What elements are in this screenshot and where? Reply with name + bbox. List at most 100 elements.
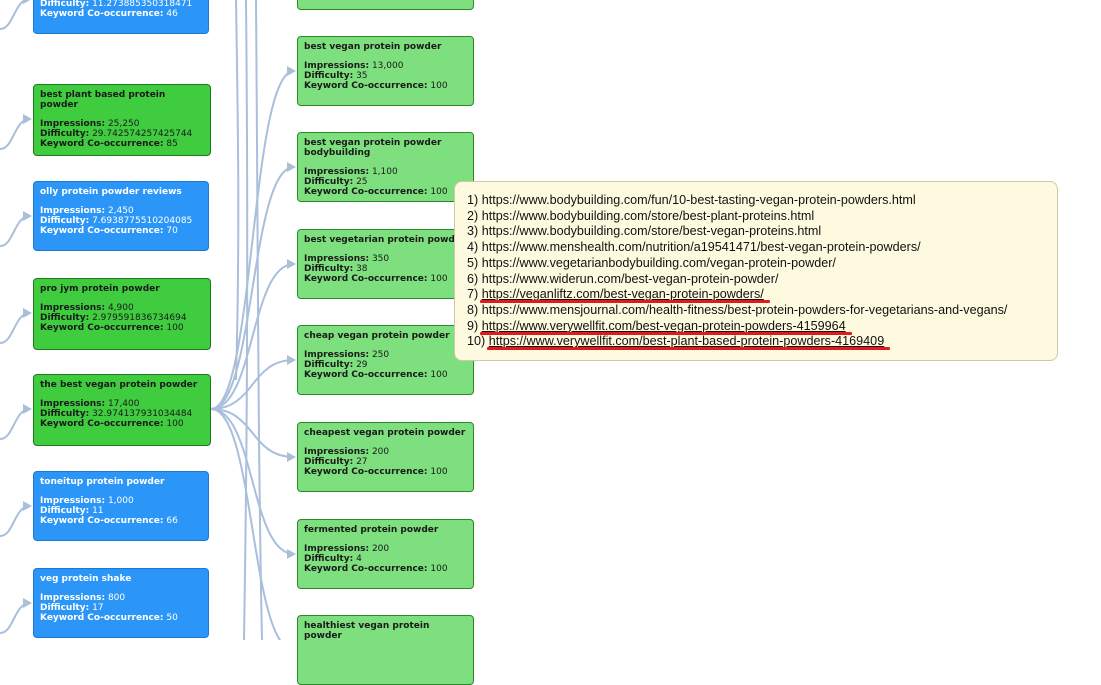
serp-url-row: 6) https://www.widerun.com/best-vegan-pr… (467, 272, 1045, 288)
serp-url-link[interactable]: https://www.vegetarianbodybuilding.com/v… (481, 255, 836, 270)
node-partial-top[interactable] (297, 0, 474, 10)
cooccurrence-row: Keyword Co-occurrence: 100 (304, 81, 467, 91)
node-title: fermented protein powder (304, 525, 439, 535)
impressions-row: Impressions: 2,450 (40, 206, 202, 216)
impressions-row-value: 1,100 (371, 167, 398, 177)
serp-tooltip: 1) https://www.bodybuilding.com/fun/10-b… (454, 181, 1058, 361)
serp-url-row: 5) https://www.vegetarianbodybuilding.co… (467, 256, 1045, 272)
node-title: toneitup protein powder (40, 477, 165, 487)
serp-url-link[interactable]: https://www.widerun.com/best-vegan-prote… (481, 271, 779, 286)
difficulty-row: Difficulty: 35 (304, 71, 467, 81)
cooccurrence-row: Keyword Co-occurrence: 46 (40, 9, 202, 19)
difficulty-row: Difficulty: 38 (304, 264, 467, 274)
trunk-edge (235, 0, 240, 381)
serp-url-row: 9) https://www.verywellfit.com/best-vega… (467, 319, 1045, 335)
difficulty-row-value: 35 (356, 71, 368, 81)
serp-rank: 8) (467, 302, 479, 317)
cooccurrence-row: Keyword Co-occurrence: 66 (40, 516, 202, 526)
node-title: best vegetarian protein powder (304, 235, 466, 245)
impressions-row: Impressions: 13,000 (304, 61, 467, 71)
serp-url-link[interactable]: https://www.bodybuilding.com/fun/10-best… (481, 193, 916, 207)
difficulty-row-label: Difficulty: (40, 129, 90, 139)
cooccurrence-row: Keyword Co-occurrence: 100 (40, 323, 204, 333)
serp-url-link[interactable]: https://www.verywellfit.com/best-vegan-p… (481, 318, 846, 333)
difficulty-row: Difficulty: 32.974137931034484 (40, 409, 204, 419)
left-edge-arrow (23, 404, 32, 414)
right-edge (210, 408, 282, 640)
node-title: best vegan protein powder bodybuilding (304, 138, 442, 158)
cooccurrence-row-value: 100 (166, 419, 184, 429)
right-keyword-node[interactable]: healthiest vegan protein powder (297, 615, 474, 685)
difficulty-row-value: 32.974137931034484 (92, 409, 193, 419)
node-title: the best vegan protein powder (40, 380, 198, 390)
serp-rank: 9) (467, 318, 479, 333)
difficulty-row-label: Difficulty: (304, 554, 354, 564)
cooccurrence-row-label: Keyword Co-occurrence: (304, 564, 428, 574)
difficulty-row-label: Difficulty: (40, 0, 90, 9)
difficulty-row: Difficulty: 4 (304, 554, 467, 564)
left-edge (0, 505, 31, 537)
left-edge (0, 312, 31, 344)
impressions-row: Impressions: 1,100 (304, 167, 467, 177)
cooccurrence-row-label: Keyword Co-occurrence: (40, 9, 164, 19)
cooccurrence-row-value: 85 (166, 139, 178, 149)
cooccurrence-row-value: 100 (430, 274, 448, 284)
difficulty-row-value: 2.979591836734694 (92, 313, 187, 323)
difficulty-row-value: 27 (356, 457, 368, 467)
impressions-row-label: Impressions: (304, 544, 370, 554)
difficulty-row-label: Difficulty: (40, 603, 90, 613)
serp-url-row: 2) https://www.bodybuilding.com/store/be… (467, 209, 1045, 225)
impressions-row: Impressions: 1,000 (40, 496, 202, 506)
node-title: veg protein shake (40, 574, 132, 584)
node-title: pro jym protein powder (40, 284, 160, 294)
cooccurrence-row-value: 46 (166, 9, 178, 19)
difficulty-row: Difficulty: 25 (304, 177, 467, 187)
difficulty-row: Difficulty: 11 (40, 506, 202, 516)
serp-url-link[interactable]: https://www.mensjournal.com/health-fitne… (481, 302, 1008, 317)
cooccurrence-row-label: Keyword Co-occurrence: (40, 323, 164, 333)
impressions-row-value: 13,000 (371, 61, 404, 71)
serp-url-link[interactable]: https://veganliftz.com/best-vegan-protei… (481, 287, 764, 302)
cooccurrence-row-label: Keyword Co-occurrence: (304, 81, 428, 91)
trunk-edge (243, 0, 249, 640)
serp-url-link[interactable]: https://www.bodybuilding.com/store/best-… (481, 224, 822, 239)
right-edge (210, 263, 295, 410)
serp-url-link[interactable]: https://www.verywellfit.com/best-plant-b… (488, 334, 885, 349)
serp-url-row: 3) https://www.bodybuilding.com/store/be… (467, 224, 1045, 240)
cooccurrence-row-value: 100 (430, 467, 448, 477)
impressions-row-value: 200 (371, 447, 390, 457)
right-edge-arrow (287, 259, 296, 269)
left-edge (0, 118, 31, 150)
difficulty-row-value: 7.6938775510204085 (92, 216, 193, 226)
right-edge-arrow (287, 66, 296, 76)
difficulty-row-value: 38 (356, 264, 368, 274)
impressions-row: Impressions: 17,400 (40, 399, 204, 409)
cooccurrence-row-label: Keyword Co-occurrence: (304, 187, 428, 197)
impressions-row-label: Impressions: (40, 206, 106, 216)
cooccurrence-row-label: Keyword Co-occurrence: (304, 370, 428, 380)
difficulty-row: Difficulty: 27 (304, 457, 467, 467)
right-edge (210, 408, 295, 458)
serp-url-link[interactable]: https://www.bodybuilding.com/store/best-… (481, 208, 815, 223)
cooccurrence-row-value: 66 (166, 516, 178, 526)
serp-rank: 6) (467, 271, 479, 286)
serp-rank: 7) (467, 287, 479, 302)
difficulty-row-value: 11 (92, 506, 104, 516)
difficulty-row-label: Difficulty: (304, 177, 354, 187)
cooccurrence-row: Keyword Co-occurrence: 70 (40, 226, 202, 236)
serp-url-link[interactable]: https://www.menshealth.com/nutrition/a19… (481, 240, 921, 255)
impressions-row-label: Impressions: (304, 167, 370, 177)
